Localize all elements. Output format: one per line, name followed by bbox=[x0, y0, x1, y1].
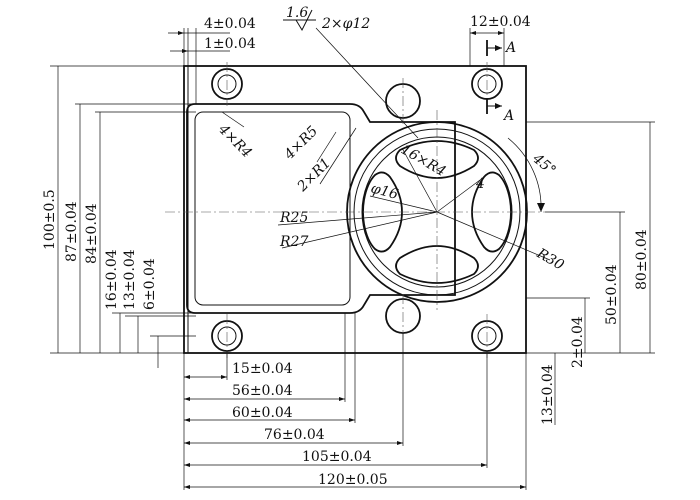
dim-left-16: 16±0.04 bbox=[104, 249, 120, 310]
bore-note: φ16 bbox=[369, 180, 400, 203]
center-lines bbox=[165, 62, 545, 358]
dim-left-84: 84±0.04 bbox=[84, 203, 100, 264]
dim-bottom-56: 56±0.04 bbox=[232, 383, 293, 399]
dim-bottom-60: 60±0.04 bbox=[232, 405, 293, 421]
pocket-outline bbox=[186, 103, 456, 314]
r27-note: R27 bbox=[279, 234, 308, 250]
dim-left-6: 6±0.04 bbox=[142, 258, 158, 310]
left-dimensions bbox=[50, 65, 196, 368]
dim-left-100: 100±0.5 bbox=[42, 189, 58, 250]
dim-bottom-15: 15±0.04 bbox=[232, 361, 293, 377]
section-label-bottom: A bbox=[502, 108, 514, 124]
r30-note: R30 bbox=[533, 245, 567, 274]
dim-top-1: 4±0.04 bbox=[204, 16, 256, 32]
dim-bottom-105: 105±0.04 bbox=[302, 449, 372, 465]
hole-note: 2×φ12 bbox=[321, 16, 370, 32]
right-dimensions bbox=[526, 121, 655, 425]
roughness-value: 1.6 bbox=[286, 5, 308, 21]
dim-top-2: 1±0.04 bbox=[204, 36, 256, 52]
dim-top-3: 12±0.04 bbox=[470, 14, 531, 30]
corner-r5-note: 4×R5 bbox=[281, 123, 321, 163]
dim-left-13: 13±0.04 bbox=[122, 249, 138, 310]
dim-bottom-76: 76±0.04 bbox=[264, 427, 325, 443]
dim-bottom-120: 120±0.05 bbox=[318, 472, 388, 488]
roughness-symbol bbox=[283, 9, 316, 32]
dim-left-87: 87±0.04 bbox=[64, 201, 80, 262]
r25-note: R25 bbox=[279, 210, 308, 226]
corner-r1-note: 2×R1 bbox=[294, 155, 334, 195]
top-dimensions bbox=[168, 28, 505, 114]
corner-holes bbox=[211, 68, 503, 352]
bottom-dimensions bbox=[183, 313, 527, 490]
angle-note: 45° bbox=[529, 150, 559, 179]
dim-right-13: 13±0.04 bbox=[540, 364, 556, 425]
corner-r4-note: 4×R4 bbox=[214, 121, 254, 161]
dim-right-2: 2±0.04 bbox=[570, 316, 586, 368]
slot-width-note: 4 bbox=[475, 176, 485, 192]
slot-r4-note: 16×R4 bbox=[398, 142, 448, 180]
dim-right-50: 50±0.04 bbox=[604, 264, 620, 325]
section-label-top: A bbox=[504, 40, 516, 56]
dim-right-80: 80±0.04 bbox=[634, 229, 650, 290]
leader-lines bbox=[221, 27, 551, 261]
part-outline bbox=[183, 65, 527, 354]
